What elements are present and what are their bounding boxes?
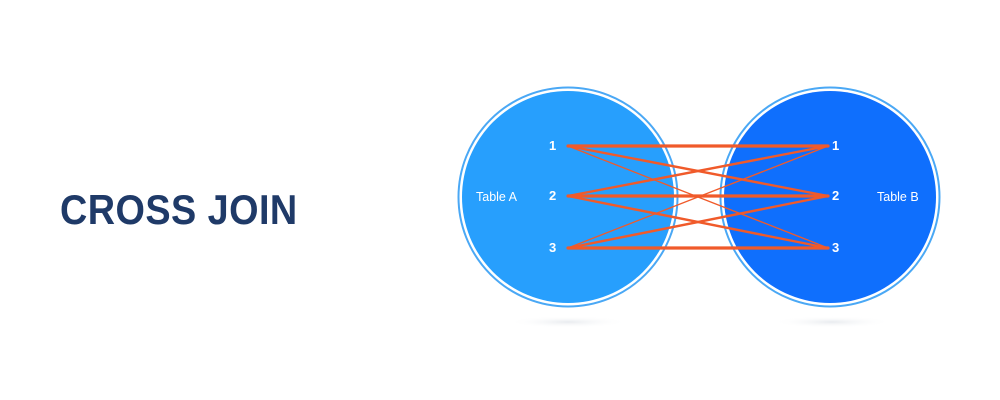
- table-b-row-3: 3: [832, 240, 839, 255]
- table-a-row-3: 3: [549, 240, 556, 255]
- table-b-row-2: 2: [832, 188, 839, 203]
- table-b-label: Table B: [877, 190, 919, 204]
- table-b-row-1: 1: [832, 138, 839, 153]
- table-a-row-1: 1: [549, 138, 556, 153]
- connections: [566, 144, 830, 250]
- table-b-shadow: [772, 316, 892, 328]
- table-a-row-2: 2: [549, 188, 556, 203]
- table-a-shadow: [508, 316, 628, 328]
- page-title: CROSS JOIN: [60, 186, 298, 233]
- connection-a3-b1: [567, 145, 829, 249]
- connection-a2-b1: [566, 144, 830, 198]
- table-a-label: Table A: [476, 190, 518, 204]
- connection-a3-b2: [566, 194, 830, 250]
